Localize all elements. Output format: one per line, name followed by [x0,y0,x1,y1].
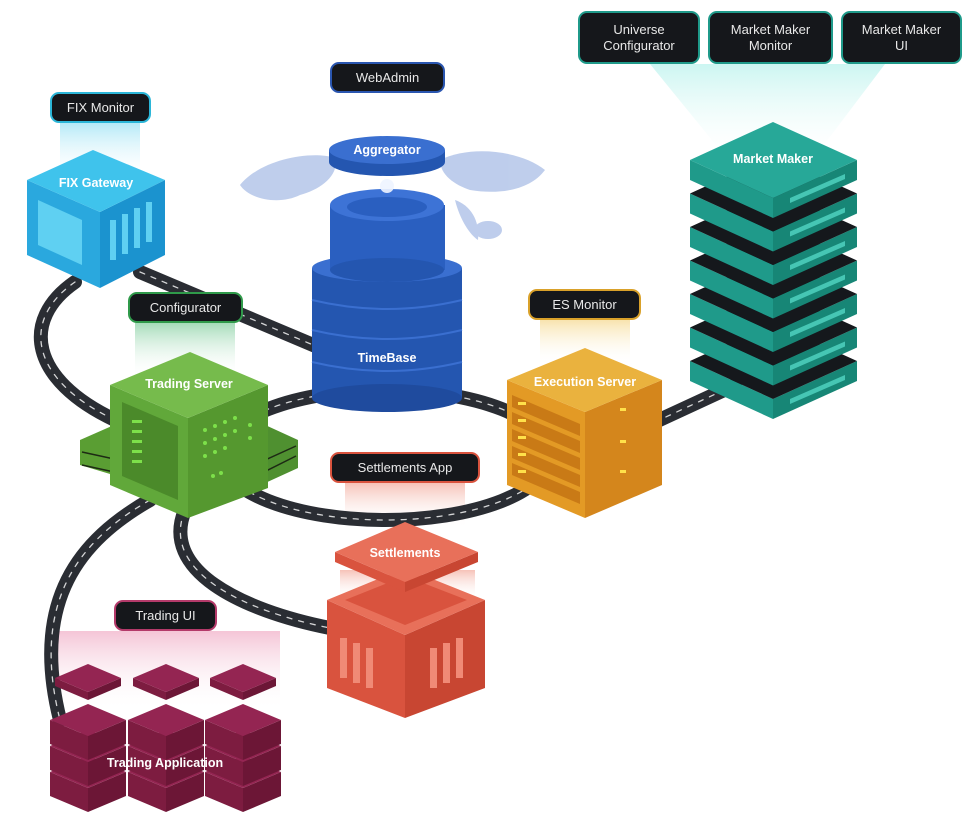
trading-app-slab-right [166,720,204,760]
trading-app-cap-top [133,664,199,692]
trading-app-slab-top [205,704,281,736]
webadmin-pill[interactable]: WebAdmin [330,62,445,93]
market-maker-slab-left [690,260,773,319]
market-maker-slab-left [690,160,773,218]
trading-ui-pill[interactable]: Trading UI [114,600,217,631]
settlements-label: Settlements [370,546,441,560]
fix-monitor-pill[interactable]: FIX Monitor [50,92,151,123]
execution-server-racks [512,395,580,504]
trading-app-cap-left [55,678,88,700]
market-maker-label: Market Maker [733,152,813,166]
aggregator-label: Aggregator [353,143,421,157]
market-maker-slab-light [790,174,845,203]
settlements-app-pill[interactable]: Settlements App [330,452,480,483]
aggregator-node[interactable]: Aggregator [329,136,445,193]
timebase-node[interactable]: TimeBase [311,189,463,412]
trading-app-slab-top [128,704,204,736]
trading-app-cap-left [133,678,166,700]
market-maker-monitor-pill[interactable]: Market Maker Monitor [708,11,833,64]
execution-server-node[interactable]: Execution Server [507,348,662,518]
trading-app-slab-left [128,746,166,786]
market-maker-slab-left [690,294,773,352]
trading-server-node[interactable]: Trading Server [80,352,298,518]
trading-app-slab-left [128,772,166,812]
market-maker-node[interactable]: Market Maker [690,122,857,419]
timebase-label: TimeBase [358,351,417,365]
trading-server-label: Trading Server [145,377,233,391]
market-maker-slab-left [690,327,773,386]
trading-app-slab-right [243,772,281,812]
trading-app-cap-right [243,678,276,700]
trading-app-slab-left [50,772,88,812]
market-maker-ui-pill[interactable]: Market Maker UI [841,11,962,64]
fix-gateway-node[interactable]: FIX Gateway [27,150,165,288]
market-maker-slab-light [790,274,845,304]
trading-app-slab-left [205,720,243,760]
trading-app-cap-right [88,678,121,700]
trading-app-slab-right [88,772,126,812]
market-maker-slab-light [790,375,845,404]
market-maker-slab-light [790,241,845,270]
trading-app-cap-left [210,678,243,700]
market-maker-slab-light [790,308,845,337]
trading-app-cap-top [55,664,121,692]
trading-app-slab-right [166,746,204,786]
market-maker-slab-light [790,341,845,371]
trading-application-node[interactable]: Trading Application [50,664,281,812]
fix-gateway-label: FIX Gateway [59,176,133,190]
trading-app-slab-left [128,720,166,760]
universe-configurator-pill[interactable]: Universe Configurator [578,11,700,64]
es-monitor-pill[interactable]: ES Monitor [528,289,641,320]
trading-app-slab-right [243,720,281,760]
market-maker-slab-left [690,227,773,285]
world-map [240,151,545,240]
settlements-node[interactable]: Settlements [327,522,485,718]
market-maker-glow [650,64,885,150]
trading-app-cap-right [166,678,199,700]
market-maker-slab-left [690,361,773,419]
trading-app-slab-left [205,746,243,786]
configurator-pill[interactable]: Configurator [128,292,243,323]
execution-server-label: Execution Server [534,375,636,389]
market-maker-slab-left [690,193,773,252]
trading-app-slab-left [205,772,243,812]
trading-app-slab-right [88,720,126,760]
trading-app-slab-top [50,704,126,736]
trading-app-slab-left [50,720,88,760]
trading-app-cap-top [210,664,276,692]
trading-application-label: Trading Application [107,756,223,770]
trading-app-slab-right [166,772,204,812]
market-maker-slab-top [690,122,857,198]
trading-app-slab-left [50,746,88,786]
trading-app-slab-right [88,746,126,786]
market-maker-slab-light [790,207,845,237]
trading-app-slab-right [243,746,281,786]
